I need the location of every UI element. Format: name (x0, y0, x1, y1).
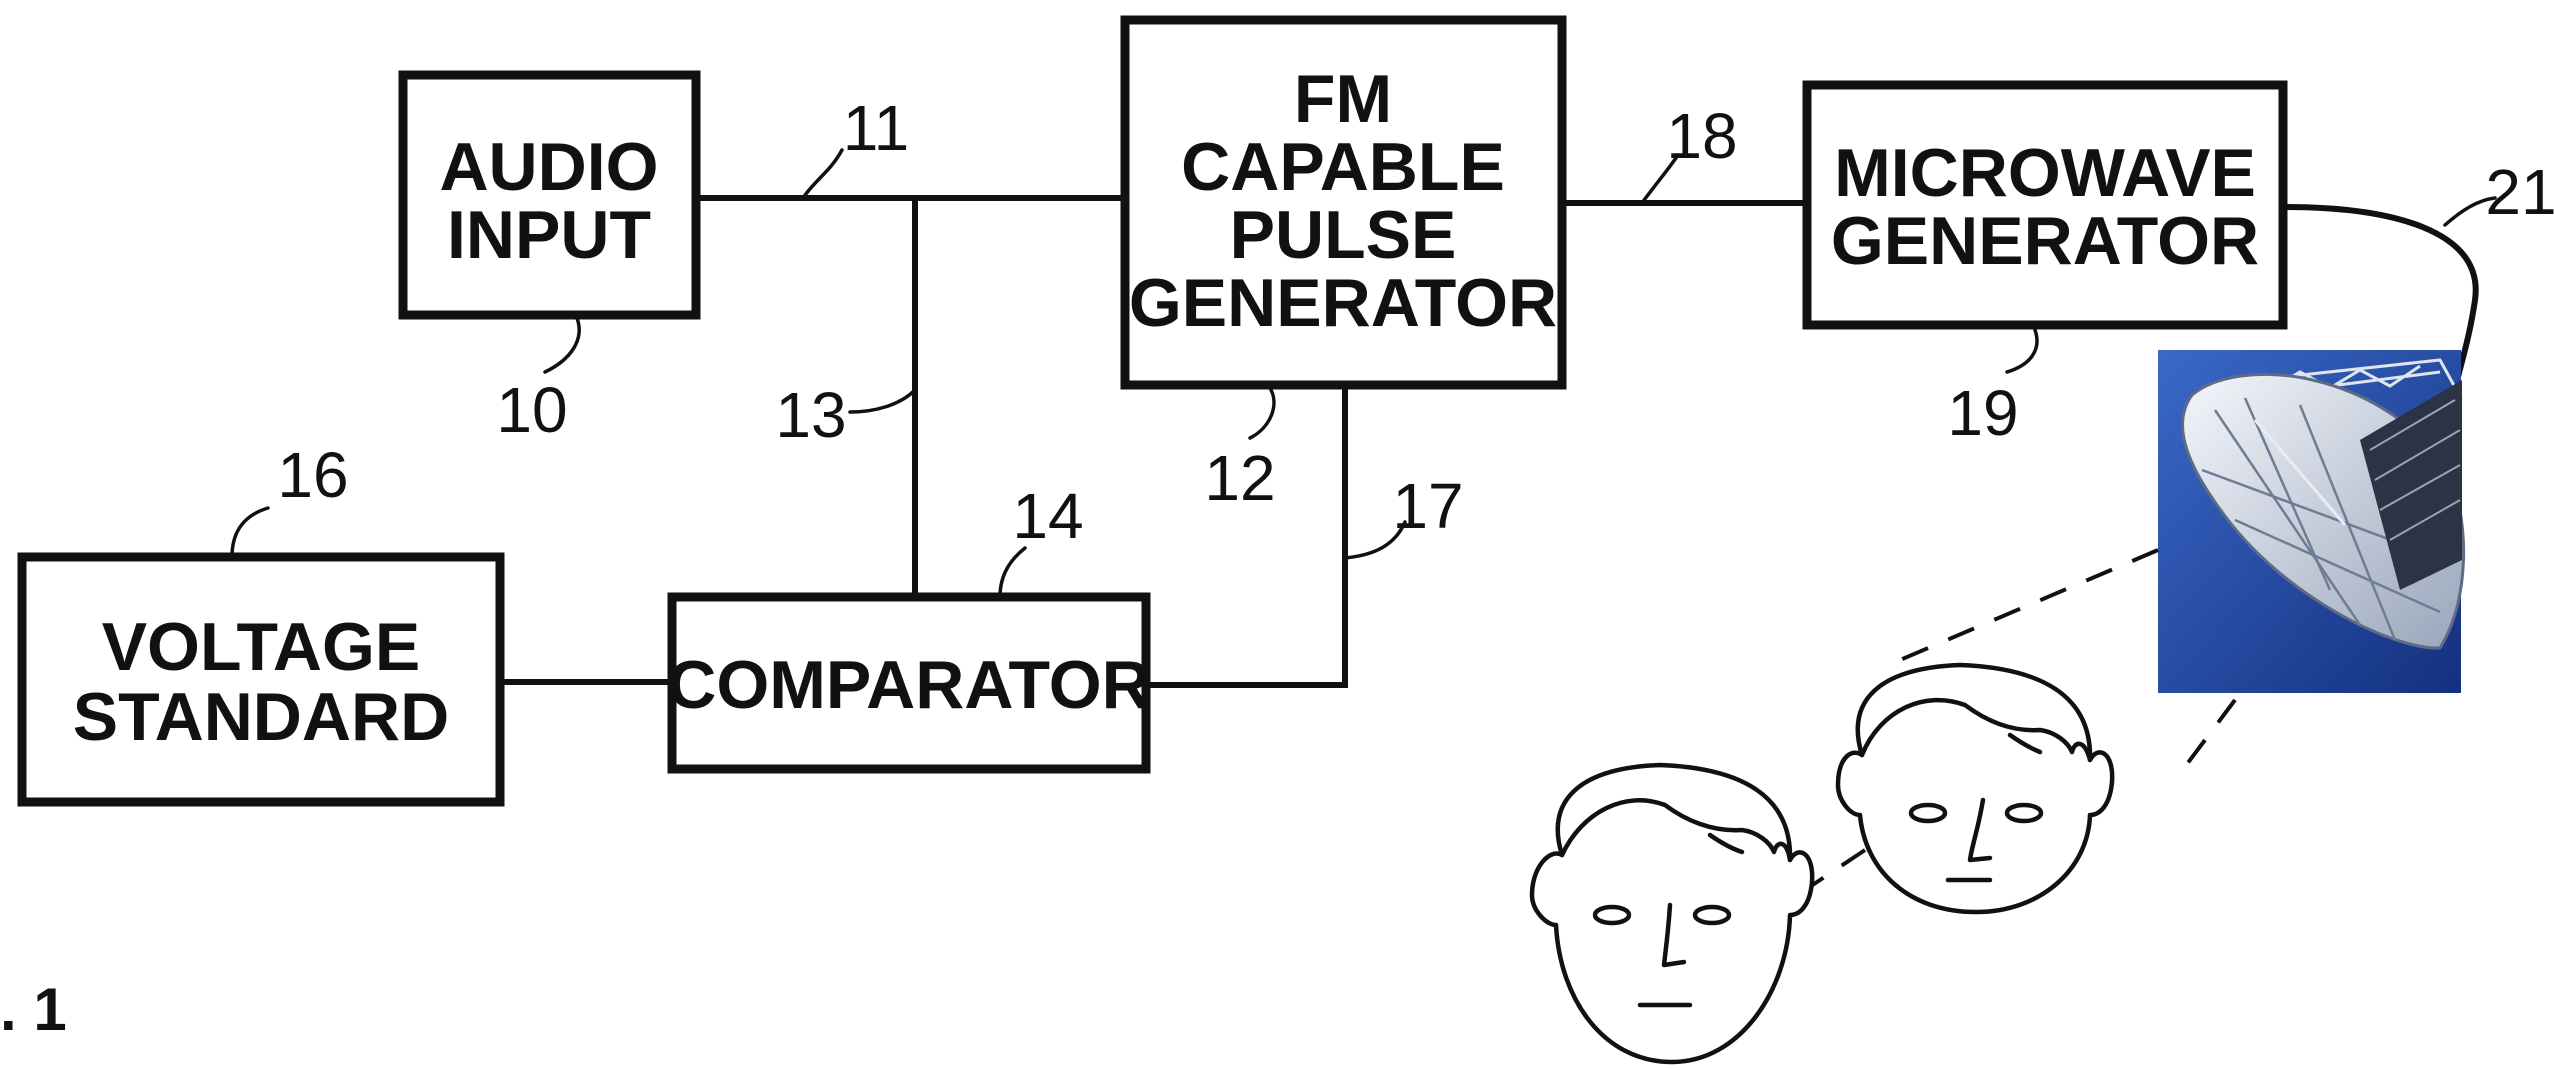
wire-comparator-feedback (1145, 383, 1348, 688)
block-fm-pulse-generator: FM CAPABLE PULSE GENERATOR (1120, 15, 1567, 390)
ref-13: 13 (775, 379, 846, 451)
block-voltage-line-1: VOLTAGE (102, 609, 421, 685)
block-fm-line-4: GENERATOR (1129, 265, 1557, 341)
wires (499, 195, 2479, 688)
person-head-icon (1835, 662, 2115, 915)
block-fm-line-3: PULSE (1230, 197, 1457, 273)
block-audio-input-line-2: INPUT (447, 197, 651, 273)
person-head-icon (1529, 762, 1815, 1065)
ref-21: 21 (2485, 156, 2554, 228)
block-microwave-generator: MICROWAVE GENERATOR (1802, 80, 2288, 330)
block-voltage-line-2: STANDARD (73, 679, 450, 755)
ref-10: 10 (496, 374, 567, 446)
block-microwave-line-2: GENERATOR (1831, 203, 2259, 279)
figure-label: . 1 (0, 976, 67, 1043)
block-comparator-label: COMPARATOR (667, 647, 1151, 723)
block-comparator: COMPARATOR (667, 592, 1151, 774)
ref-11: 11 (843, 92, 909, 164)
ref-19: 19 (1947, 377, 2018, 449)
ref-12: 12 (1204, 442, 1275, 514)
satellite-dish-icon (2158, 350, 2466, 693)
ref-17: 17 (1392, 470, 1463, 542)
ref-16: 16 (277, 439, 348, 511)
block-voltage-standard: VOLTAGE STANDARD (17, 552, 505, 807)
ref-14: 14 (1012, 480, 1083, 552)
wire-microwave-to-antenna (2282, 204, 2479, 388)
reference-numerals: 11 10 13 12 17 14 16 18 19 21 (230, 92, 2554, 599)
block-fm-line-2: CAPABLE (1181, 129, 1505, 205)
block-audio-input: AUDIO INPUT (398, 70, 701, 320)
block-fm-line-1: FM (1294, 61, 1392, 137)
block-audio-input-line-1: AUDIO (439, 129, 658, 205)
block-microwave-line-1: MICROWAVE (1834, 135, 2256, 211)
ref-18: 18 (1666, 100, 1737, 172)
